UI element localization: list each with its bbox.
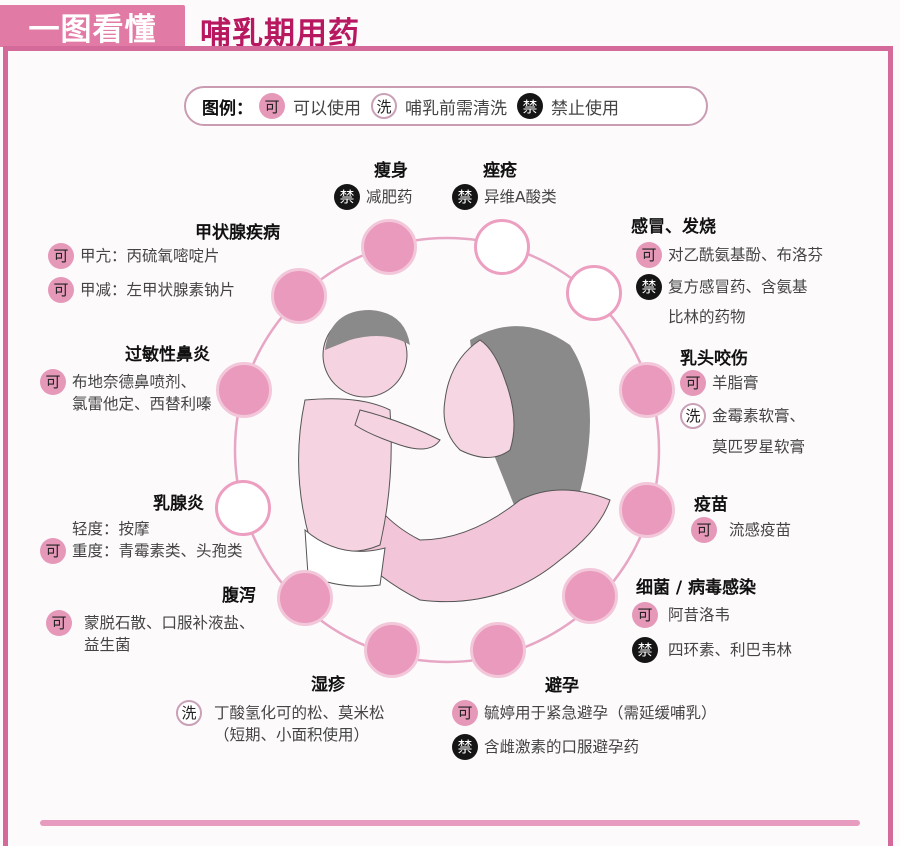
- contraception-row-2: 禁 含雌激素的口服避孕药: [452, 734, 639, 760]
- header-tab: 一图看懂: [0, 5, 185, 48]
- category-title-contraception: 避孕: [545, 676, 579, 696]
- legend: 图例： 可 可以使用 洗 哺乳前需清洗 禁 禁止使用: [184, 86, 708, 126]
- ok-badge-icon: 可: [48, 243, 74, 269]
- mother-baby-illustration: [298, 310, 611, 603]
- mask-face-icon: [566, 265, 622, 321]
- bottom-divider: [40, 820, 860, 826]
- category-title-thyroid: 甲状腺疾病: [195, 223, 280, 243]
- ban-badge-icon: 禁: [517, 93, 543, 119]
- ok-badge-icon: 可: [40, 538, 66, 564]
- ban-badge-icon: 禁: [636, 274, 662, 300]
- infection-row-2: 禁 四环素、利巴韦林: [632, 637, 792, 663]
- ok-badge-icon: 可: [259, 93, 285, 119]
- category-title-mastitis: 乳腺炎: [153, 494, 204, 514]
- skin-rash-icon: [364, 622, 420, 678]
- waist-icon: [361, 219, 417, 275]
- thyroid-row-1: 可 甲亢：丙硫氧嘧啶片: [48, 243, 220, 269]
- category-title-acne: 痤疮: [483, 161, 517, 181]
- mastitis-row-1: 轻度：按摩: [72, 520, 150, 538]
- syringe-icon: [619, 482, 675, 538]
- ok-badge-icon: 可: [40, 369, 66, 395]
- ok-badge-icon: 可: [48, 277, 74, 303]
- breast-icon: [619, 362, 675, 418]
- ban-badge-icon: 禁: [632, 637, 658, 663]
- wash-badge-icon: 洗: [176, 700, 202, 726]
- eczema-row-1: 洗 丁酸氢化可的松、莫米松 （短期、小面积使用）: [176, 700, 385, 746]
- mastitis-row-2: 可 重度：青霉素类、头孢类: [40, 538, 243, 564]
- ok-badge-icon: 可: [452, 700, 478, 726]
- category-title-vaccine: 疫苗: [694, 495, 728, 515]
- ban-badge-icon: 禁: [452, 184, 478, 210]
- virus-icon: [562, 568, 618, 624]
- ban-badge-icon: 禁: [334, 184, 360, 210]
- category-title-rhinitis: 过敏性鼻炎: [125, 345, 210, 365]
- ok-badge-icon: 可: [632, 602, 658, 628]
- category-title-nipple: 乳头咬伤: [680, 349, 748, 369]
- ok-badge-icon: 可: [691, 517, 717, 543]
- ok-badge-icon: 可: [680, 370, 706, 396]
- cold-row-2: 禁 复方感冒药、含氨基 比林的药物: [636, 274, 808, 328]
- nipple-row-2: 洗 金霉素软膏、 莫匹罗星软膏: [680, 403, 805, 458]
- ban-badge-icon: 禁: [452, 734, 478, 760]
- category-title-diarrhea: 腹泻: [222, 586, 256, 606]
- nipple-row-1: 可 羊脂膏: [680, 370, 759, 396]
- thyroid-row-2: 可 甲减：左甲状腺素钠片: [48, 277, 235, 303]
- rhinitis-row-1: 可 布地奈德鼻喷剂、 氯雷他定、西替利嗪: [40, 369, 212, 415]
- ok-badge-icon: 可: [46, 610, 72, 636]
- category-title-slimming: 瘦身: [374, 161, 408, 181]
- toilet-icon: [277, 570, 333, 626]
- acne-row-1: 禁 异维A酸类: [452, 184, 557, 210]
- category-title-eczema: 湿疹: [311, 675, 345, 695]
- nose-icon: [216, 362, 272, 418]
- category-title-cold-fever: 感冒、发烧: [631, 217, 716, 237]
- content-frame: [3, 46, 893, 846]
- legend-ban-text: 禁止使用: [551, 98, 619, 119]
- illustration-ring: [233, 236, 661, 664]
- contraception-row-1: 可 毓婷用于紧急避孕（需延缓哺乳）: [452, 700, 717, 726]
- infection-row-1: 可 阿昔洛韦: [632, 602, 730, 628]
- legend-label: 图例：: [202, 98, 253, 119]
- vaccine-row-1: 可 流感疫苗: [691, 517, 791, 543]
- cold-row-1: 可 对乙酰氨基酚、布洛芬: [636, 242, 823, 268]
- acne-face-icon: [474, 219, 530, 275]
- diarrhea-row-1: 可 蒙脱石散、口服补液盐、 益生菌: [46, 610, 255, 656]
- bottle-icon: [470, 622, 526, 678]
- mastitis-breast-icon: [215, 480, 271, 536]
- thyroid-icon: [271, 268, 327, 324]
- wash-badge-icon: 洗: [680, 403, 706, 429]
- ok-badge-icon: 可: [636, 242, 662, 268]
- category-title-infection: 细菌 / 病毒感染: [636, 578, 757, 598]
- wash-badge-icon: 洗: [371, 93, 397, 119]
- legend-ok-text: 可以使用: [293, 98, 361, 119]
- slimming-row-1: 禁 减肥药: [334, 184, 413, 210]
- legend-wash-text: 哺乳前需清洗: [405, 98, 507, 119]
